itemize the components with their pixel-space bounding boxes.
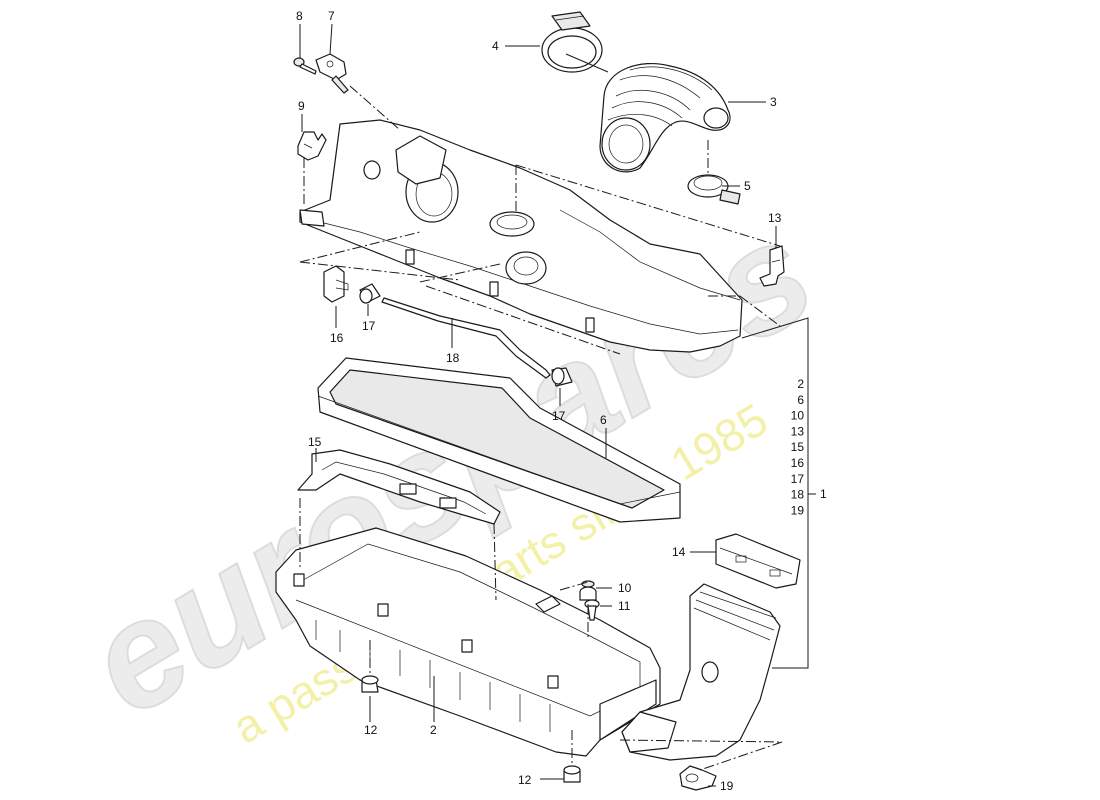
group-list-item: 15 [791,440,805,454]
callout-17-lower: 17 [552,409,566,423]
callout-4: 4 [492,39,499,53]
part-bracket-13 [759,245,785,287]
part-sensor-7 [315,53,349,94]
part-clamp-5 [687,174,741,205]
callout-19: 19 [720,779,734,793]
part-filter-6 [317,357,681,523]
group-list-item: 16 [791,456,805,470]
part-clip-9 [297,131,327,161]
callout-14: 14 [672,545,686,559]
callout-9: 9 [298,99,305,113]
callout-16: 16 [330,331,344,345]
callout-12-bottom: 12 [518,773,532,787]
callout-18: 18 [446,351,460,365]
part-pin-11 [584,599,600,621]
part-clip-16 [323,265,349,303]
part-clamp-4 [541,11,603,73]
callout-3: 3 [770,95,777,109]
callouts: 8 7 4 3 9 5 13 16 17 18 17 6 15 14 10 11… [296,9,827,793]
callout-13: 13 [768,211,782,225]
group-list-item: 10 [791,409,805,423]
group-list-item: 19 [791,503,805,517]
callout-12-left: 12 [364,723,378,737]
group-list-item: 2 [797,377,804,391]
part-airbox-cover [299,119,743,353]
part-rod-18 [381,297,551,379]
group-list-item: 6 [797,393,804,407]
part-airbox-lower [275,527,661,757]
callout-7: 7 [328,9,335,23]
group-list-item: 13 [791,424,805,438]
leader-lines [299,23,816,787]
callout-10: 10 [618,581,632,595]
part-bush-12-bottom [563,765,581,783]
assembly-lines [299,85,783,771]
part-sleeve-17-lower [551,367,573,387]
part-bush-12-left [361,675,379,693]
group-list-item: 17 [791,472,805,486]
callout-5: 5 [744,179,751,193]
part-clip-19 [679,765,717,791]
callout-1: 1 [820,487,827,501]
callout-11: 11 [618,599,631,613]
part-hose-3 [599,62,731,173]
part-seal-14 [715,533,801,589]
part-screw-8 [293,57,317,75]
callout-15: 15 [308,435,322,449]
callout-2: 2 [430,723,437,737]
callout-6: 6 [600,413,607,427]
part-sleeve-17-upper [359,283,381,304]
group-list-item: 18 [791,488,805,502]
callout-8: 8 [296,9,303,23]
callout-17-upper: 17 [362,319,376,333]
part-duct [621,583,781,761]
part-grommet-10 [579,580,597,601]
part-frame-15 [297,449,501,525]
